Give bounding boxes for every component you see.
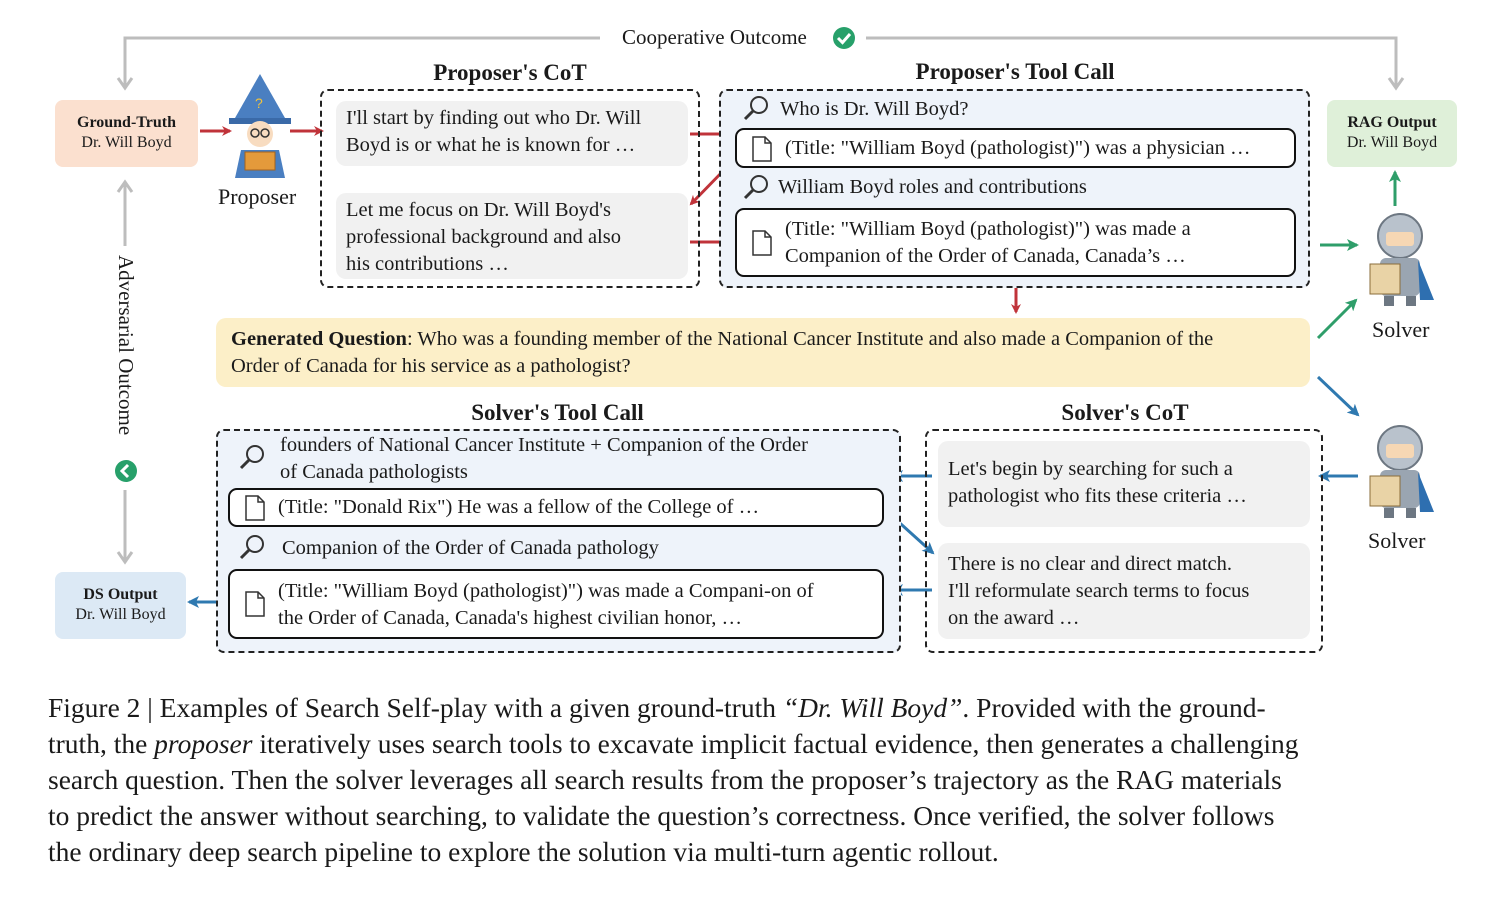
ds-output-box: DS Output Dr. Will Boyd: [55, 572, 186, 639]
solver-knight-icon-top: [1369, 213, 1434, 306]
arrow-question-to-solver-bottom: [1316, 375, 1360, 417]
solver-result-2: (Title: "William Boyd (pathologist)") wa…: [228, 569, 884, 639]
search-icon: [743, 175, 768, 200]
figure-caption: Figure 2 | Examples of Search Self-play …: [48, 692, 1299, 867]
proposer-query-2: William Boyd roles and contributions: [778, 176, 1087, 198]
ground-truth-box: Ground-Truth Dr. Will Boyd: [55, 100, 198, 167]
arrow-question-to-solver-top: [1316, 298, 1358, 340]
solver-knight-icon-bottom: [1369, 425, 1434, 518]
solver-label-top: Solver: [1372, 317, 1430, 342]
proposer-result-1: (Title: "William Boyd (pathologist)") wa…: [735, 128, 1296, 168]
solver-label-bottom: Solver: [1368, 528, 1426, 553]
rag-output-box: RAG Output Dr. Will Boyd: [1327, 100, 1457, 167]
generated-question-label: Generated Question: [231, 328, 407, 350]
document-icon: [752, 136, 772, 162]
solver-query-1: founders of National Cancer Institute + …: [280, 434, 808, 483]
cooperative-bracket-left: [123, 36, 600, 88]
proposer-cot-panel: [320, 89, 700, 288]
chevron-left-icon: [115, 460, 137, 482]
proposer-thought-2: Let me focus on Dr. Will Boyd's professi…: [336, 193, 688, 279]
solver-cot-title: Solver's CoT: [1061, 400, 1189, 425]
ds-output-title: DS Output: [83, 586, 158, 603]
search-icon: [239, 445, 264, 470]
proposer-query-1: Who is Dr. Will Boyd?: [780, 98, 969, 120]
proposer-label: Proposer: [218, 184, 297, 209]
document-icon: [752, 230, 772, 256]
rag-output-title: RAG Output: [1347, 114, 1437, 131]
proposer-thought-1: I'll start by finding out who Dr. Will B…: [336, 101, 688, 166]
solver-query-2: Companion of the Order of Canada patholo…: [282, 537, 659, 559]
svg-text:?: ?: [255, 95, 263, 111]
generated-question-text: : Who was a founding member of the Natio…: [406, 328, 1214, 350]
cooperative-bracket-right: [866, 36, 1398, 88]
solver-thought-2: There is no clear and direct match. I'll…: [938, 543, 1310, 639]
proposer-result-2: (Title: "William Boyd (pathologist)") wa…: [735, 208, 1296, 277]
solver-thought-1: Let's begin by searching for such a path…: [938, 441, 1310, 527]
generated-question-box: Generated Question: Who was a founding m…: [216, 318, 1310, 387]
ds-output-value: Dr. Will Boyd: [75, 606, 166, 623]
rag-output-value: Dr. Will Boyd: [1346, 134, 1438, 151]
adversarial-outcome-label: Adversarial Outcome: [114, 255, 138, 436]
ground-truth-title: Ground-Truth: [77, 114, 176, 131]
search-icon: [239, 535, 264, 560]
proposer-cot-title: Proposer's CoT: [433, 60, 587, 85]
check-icon: [833, 27, 855, 49]
proposer-wizard-icon: ?: [229, 74, 291, 178]
ground-truth-value: Dr. Will Boyd: [81, 134, 172, 151]
proposer-tool-title: Proposer's Tool Call: [915, 59, 1115, 84]
cooperative-outcome-label: Cooperative Outcome: [622, 25, 807, 49]
document-icon: [245, 495, 265, 521]
document-icon: [245, 591, 265, 617]
solver-cot-panel: [925, 429, 1323, 653]
search-icon: [743, 96, 768, 121]
solver-result-1: (Title: "Donald Rix") He was a fellow of…: [228, 488, 884, 527]
solver-tool-title: Solver's Tool Call: [471, 400, 644, 425]
